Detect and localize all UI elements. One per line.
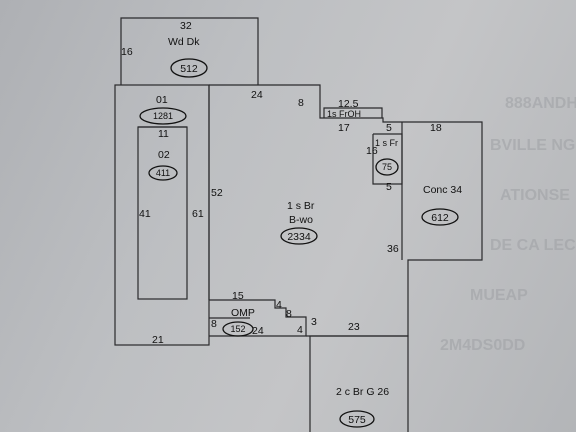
dim-main-top: 24 xyxy=(251,89,263,101)
dim-wing-top: 01 xyxy=(156,94,168,106)
wing-upper-area-oval xyxy=(139,107,187,125)
bleed-line-2: BVILLE NG1 xyxy=(490,137,576,154)
dim-foh-top: 12.5 xyxy=(338,98,359,110)
dim-bay-16: 16 xyxy=(366,145,378,157)
patio-area: 612 xyxy=(431,212,449,224)
dim-foh-17: 17 xyxy=(338,122,350,134)
dim-wing-inner: 61 xyxy=(192,208,204,220)
main-area: 2334 xyxy=(287,231,311,243)
bleed-line-5: MUEAP xyxy=(470,287,528,304)
bleed-line-6: 2M4DS0DD xyxy=(440,337,525,354)
wing-lower-area: 411 xyxy=(156,168,170,178)
dim-main-8: 8 xyxy=(298,97,304,109)
porch-area: 152 xyxy=(230,324,245,334)
main-label-2: B-wo xyxy=(289,214,313,226)
dim-porch-4a: 4 xyxy=(276,299,282,311)
dim-main-52: 52 xyxy=(211,187,223,199)
garage-area-oval xyxy=(339,410,375,428)
dim-porch-24: 24 xyxy=(252,325,264,337)
patio-area-oval xyxy=(421,208,459,226)
main-area-oval xyxy=(280,227,318,245)
dim-deck-top: 32 xyxy=(180,20,192,32)
dim-bay-5: 5 xyxy=(386,181,392,193)
dim-porch-8b: 8 xyxy=(211,318,217,330)
bleed-line-3: ATIONSE xyxy=(500,187,570,204)
dim-wing-bottom: 21 xyxy=(152,334,164,346)
deck-area-oval xyxy=(170,58,208,78)
wing-upper-area: 1281 xyxy=(153,111,173,121)
dim-porch-15: 15 xyxy=(232,290,244,302)
deck-outline xyxy=(120,17,259,85)
porch-label: OMP xyxy=(231,307,255,319)
main-house-outline xyxy=(209,84,483,337)
garage-area: 575 xyxy=(348,414,366,426)
dim-porch-8: 8 xyxy=(286,308,292,320)
foh-label: 1s FrOH xyxy=(327,109,361,119)
main-label-1: 1 s Br xyxy=(287,200,315,212)
dim-wing-02: 02 xyxy=(158,149,170,161)
dim-porch-4b: 4 xyxy=(297,324,303,336)
dim-right-18: 18 xyxy=(430,122,442,134)
garage-label: 2 c Br G 26 xyxy=(336,386,389,398)
dim-porch-3: 3 xyxy=(311,316,317,328)
foh-outline xyxy=(323,107,383,118)
bay-label: 1 s Fr xyxy=(375,138,398,148)
garage-outline xyxy=(309,335,409,432)
deck-area: 512 xyxy=(180,63,198,75)
dim-main-36: 36 xyxy=(387,243,399,255)
deck-label: Wd Dk xyxy=(168,36,200,48)
patio-label: Conc 34 xyxy=(423,184,462,196)
dim-foh-5: 5 xyxy=(386,122,392,134)
dim-wing-11: 11 xyxy=(158,128,169,140)
porch-outline xyxy=(209,299,307,337)
dim-garage-23: 23 xyxy=(348,321,360,333)
dim-deck-left: 16 xyxy=(121,46,133,58)
bleed-line-4: DE CA LEC xyxy=(490,237,576,254)
porch-area-oval xyxy=(222,321,254,337)
bleed-line-1: 888ANDHSE xyxy=(505,95,576,112)
dim-wing-left: 41 xyxy=(139,208,151,220)
bay-area-oval xyxy=(375,158,399,176)
bay-area: 75 xyxy=(382,162,392,172)
wing-lower-area-oval xyxy=(148,165,178,181)
